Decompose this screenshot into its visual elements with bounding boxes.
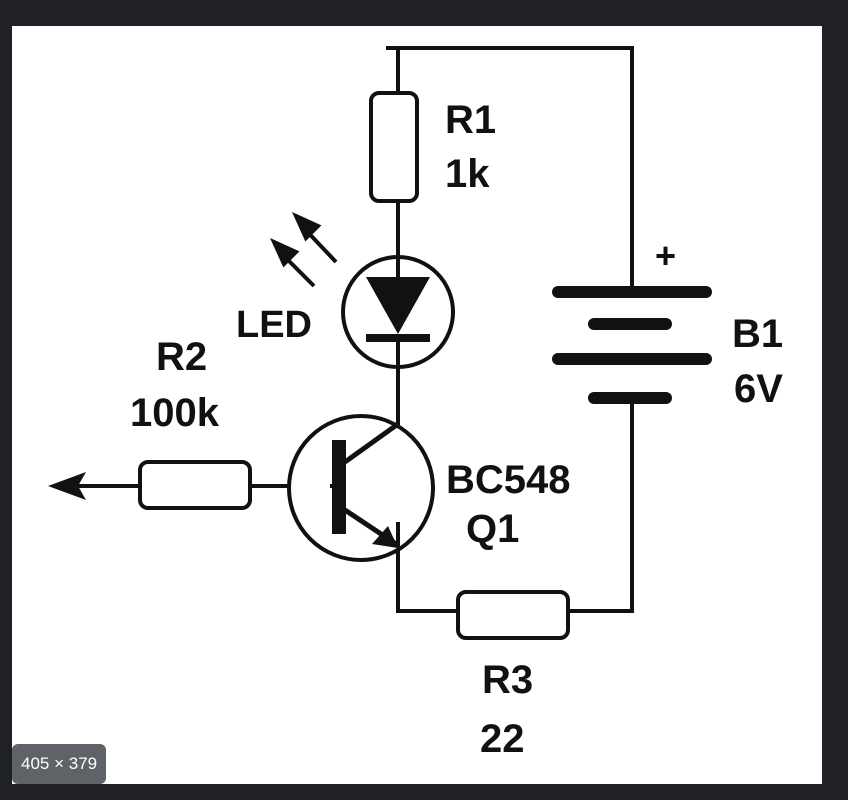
b1-name-label: B1 xyxy=(732,312,783,356)
resistor-r3-symbol xyxy=(456,590,570,640)
r3-name-label: R3 xyxy=(482,658,533,702)
transistor-q1-symbol xyxy=(287,414,435,562)
r3-value-label: 22 xyxy=(480,717,525,761)
q1-name-label: Q1 xyxy=(466,507,519,551)
r1-value-label: 1k xyxy=(445,152,490,196)
b1-value-label: 6V xyxy=(734,367,783,411)
led-label: LED xyxy=(236,304,312,346)
resistor-r1-symbol xyxy=(369,91,419,203)
r1-name-label: R1 xyxy=(445,98,496,142)
circuit-diagram: R1 1k LED R2 100k BC548 Q1 + B1 6V R3 22 xyxy=(12,26,822,784)
battery-plus-label: + xyxy=(655,235,676,276)
led-light-arrows-icon xyxy=(269,211,338,288)
wire-top xyxy=(386,46,634,288)
input-arrow-icon xyxy=(48,472,86,500)
led-symbol xyxy=(341,255,455,369)
q1-part-label: BC548 xyxy=(446,458,571,502)
r2-value-label: 100k xyxy=(130,391,220,435)
wire-battery-r3 xyxy=(566,402,634,613)
r2-name-label: R2 xyxy=(156,335,207,379)
image-dimensions-badge: 405 × 379 xyxy=(12,744,107,784)
resistor-r2-symbol xyxy=(138,460,252,510)
battery-b1-symbol xyxy=(552,286,712,406)
